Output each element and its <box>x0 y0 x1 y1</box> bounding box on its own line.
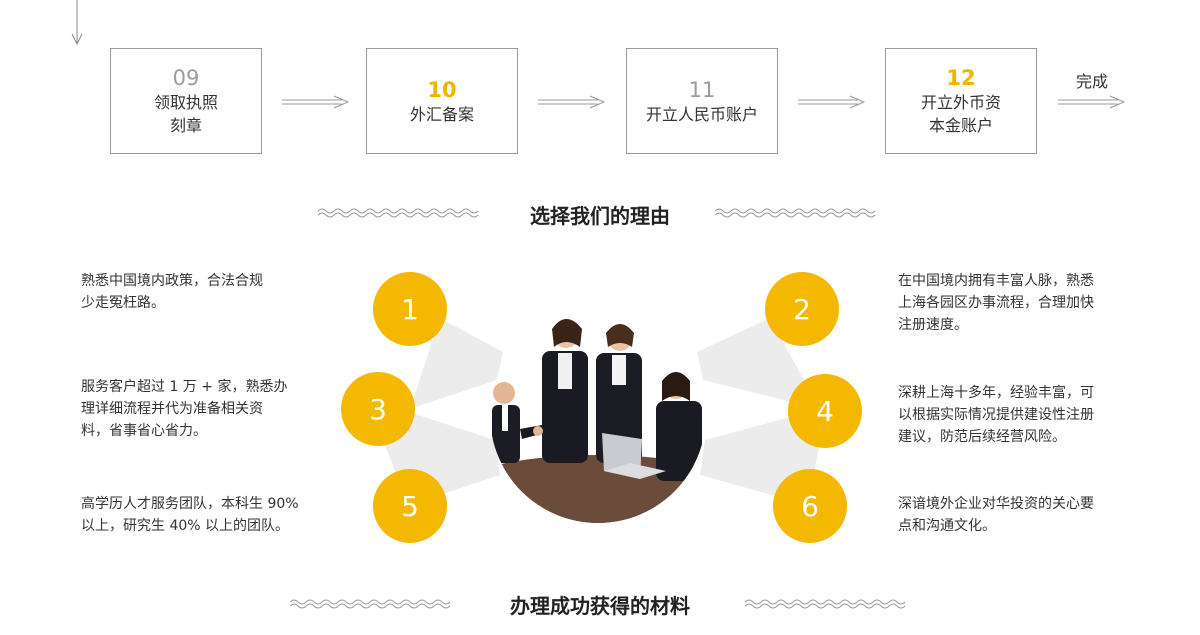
reason-text-5: 高学历人才服务团队，本科生 90% 以上，研究生 40% 以上的团队。 <box>81 496 299 534</box>
step-12: 12 开立外币资 本金账户 <box>885 48 1037 154</box>
step-number: 12 <box>946 66 976 90</box>
step-label: 外汇备案 <box>409 104 474 124</box>
reason-text-6: 深谙境外企业对华投资的关心要 点和沟通文化。 <box>898 496 1094 534</box>
wave-divider-icon <box>745 599 906 609</box>
step-11: 11 开立人民币账户 <box>626 48 778 154</box>
reason-text-1: 熟悉中国境内政策，合法合规 少走冤枉路。 <box>81 273 263 311</box>
reason-number-4: 4 <box>788 374 862 448</box>
step-number: 11 <box>688 77 716 102</box>
reason-number-6: 6 <box>773 469 847 543</box>
arrow-right-icon <box>798 95 866 109</box>
done-label: 完成 <box>1075 72 1108 91</box>
reason-number-5: 5 <box>373 469 447 543</box>
reason-text-4: 深耕上海十多年，经验丰富，可 以根据实际情况提供建设性注册 建议，防范后续经营风… <box>898 385 1094 445</box>
reason-number-1: 1 <box>373 272 447 346</box>
arrow-right-icon <box>538 95 606 109</box>
step-09: 09 领取执照 刻章 <box>110 48 262 154</box>
wave-divider-icon <box>290 599 451 609</box>
wave-divider-icon <box>715 208 876 218</box>
step-label: 开立人民币账户 <box>645 104 758 124</box>
step-label: 领取执照 刻章 <box>153 93 218 135</box>
wave-divider-icon <box>318 208 479 218</box>
team-photo <box>490 307 706 523</box>
step-number: 09 <box>172 66 200 90</box>
arrow-right-icon <box>1058 95 1126 109</box>
arrow-down-icon <box>71 0 83 46</box>
reason-text-3: 服务客户超过 1 万 + 家，熟悉办 理详细流程并代为准备相关资 料，省事省心省… <box>81 379 288 439</box>
section-title-reasons: 选择我们的理由 <box>530 204 670 228</box>
reason-text-2: 在中国境内拥有丰富人脉，熟悉 上海各园区办事流程，合理加快 注册速度。 <box>898 273 1094 333</box>
reason-number-3: 3 <box>341 372 415 446</box>
reason-number-2: 2 <box>765 272 839 346</box>
step-label: 开立外币资 本金账户 <box>920 93 1001 135</box>
step-number: 10 <box>427 77 457 102</box>
step-10: 10 外汇备案 <box>366 48 518 154</box>
arrow-right-icon <box>282 95 350 109</box>
section-title-materials: 办理成功获得的材料 <box>510 594 690 618</box>
